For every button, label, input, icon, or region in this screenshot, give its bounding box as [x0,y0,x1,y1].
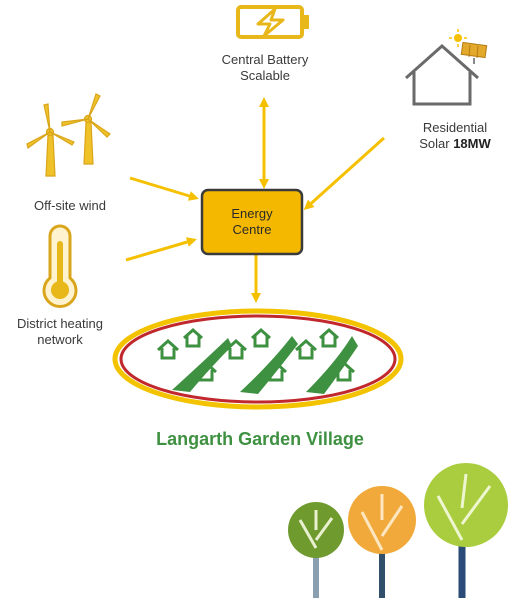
heating-label-line2: network [37,332,83,347]
battery-charging-icon [236,5,309,39]
flow-arrows [125,97,386,303]
solar-capacity: 18MW [453,136,491,151]
wind-label: Off-site wind [33,198,106,213]
arrow-heating-centre [125,237,197,262]
heating-label: District heating network [0,316,120,348]
battery-label: Central Battery Scalable [195,52,335,84]
arrow-wind-centre [129,176,199,201]
arrow-solar-centre [303,136,386,211]
trees-illustration [288,463,508,598]
thermometer-icon [42,224,78,308]
battery-label-line2: Scalable [240,68,290,83]
energy-centre-line2: Centre [232,222,272,237]
solar-label-line1: Residential [422,120,488,135]
village-title: Langarth Garden Village [156,429,364,449]
energy-centre-box [200,188,304,256]
village-houses-icon [112,308,404,410]
solar-label-line2: Solar [419,136,454,151]
wind-turbine-icon [26,93,111,177]
battery-label-line1: Central Battery [221,52,309,67]
energy-centre-line1: Energy [231,206,273,221]
heating-label-line1: District heating [17,316,103,331]
solar-label: Residential Solar 18MW [398,120,512,152]
energy-centre-label: Energy Centre [202,206,302,238]
house-solar-panel-icon [405,29,488,106]
